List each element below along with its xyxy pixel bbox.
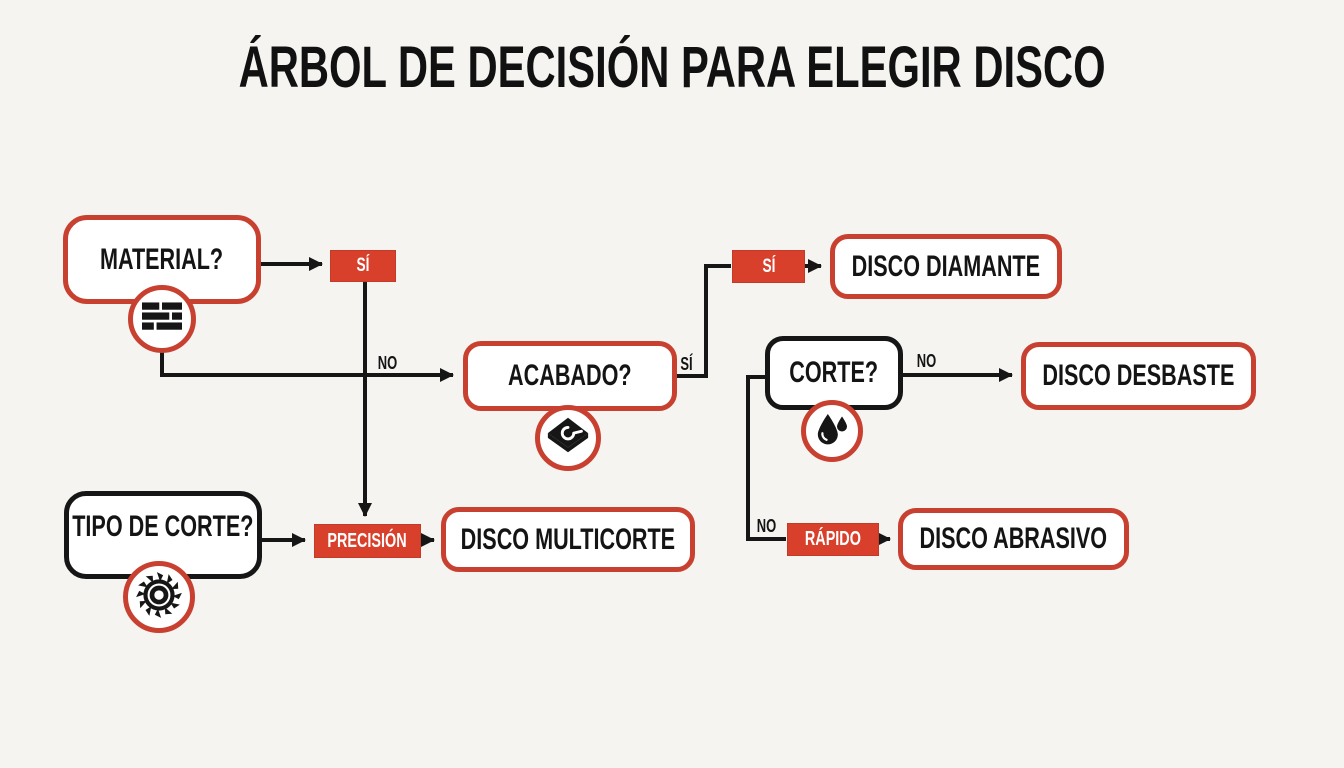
page-title: ÁRBOL DE DECISIÓN PARA ELEGIR DISCO <box>0 34 1344 101</box>
sanding-pad-icon <box>545 413 591 464</box>
chip-precision-label: PRECISIÓN <box>327 529 408 552</box>
chip-si-material-label: SÍ <box>356 255 370 276</box>
chip-si-material: SÍ <box>330 250 396 282</box>
corte-icon-circle <box>801 400 863 462</box>
label-si-acabado-text: SÍ <box>680 354 693 374</box>
node-corte-label: CORTE? <box>789 356 879 389</box>
chip-si-diamante-label: SÍ <box>762 255 775 277</box>
label-no-material-text: NO <box>377 353 398 373</box>
chip-rapido: RÁPIDO <box>787 523 879 556</box>
saw-blade-icon <box>134 570 184 625</box>
node-disco-abrasivo: DISCO ABRASIVO <box>898 508 1129 570</box>
chip-precision: PRECISIÓN <box>314 524 421 558</box>
acabado-icon-circle <box>535 405 601 471</box>
node-acabado: ACABADO? <box>463 341 677 411</box>
node-disco-abrasivo-label: DISCO ABRASIVO <box>919 522 1108 555</box>
node-disco-desbaste: DISCO DESBASTE <box>1021 342 1256 410</box>
node-tipo-corte-label: TIPO DE CORTE? <box>72 510 254 543</box>
material-icon-circle <box>128 285 196 353</box>
edge-acabado-si-up <box>677 264 731 378</box>
label-no-corte-right: NO <box>913 351 940 372</box>
chip-si-diamante: SÍ <box>732 250 805 283</box>
node-corte: CORTE? <box>765 336 903 410</box>
node-acabado-label: ACABADO? <box>508 359 632 392</box>
label-no-corte-right-text: NO <box>916 351 937 371</box>
label-no-corte-down: NO <box>753 516 780 537</box>
label-si-acabado: SÍ <box>678 354 695 375</box>
label-no-material: NO <box>374 353 401 374</box>
tipo-corte-icon-circle <box>123 561 195 633</box>
chip-rapido-label: RÁPIDO <box>804 528 861 550</box>
node-disco-diamante: DISCO DIAMANTE <box>830 234 1062 299</box>
label-no-corte-down-text: NO <box>756 516 777 536</box>
brick-wall-icon <box>142 301 182 337</box>
node-disco-desbaste-label: DISCO DESBASTE <box>1042 359 1235 392</box>
page-title-text: ÁRBOL DE DECISIÓN PARA ELEGIR DISCO <box>238 35 1106 100</box>
node-material-label: MATERIAL? <box>100 242 224 276</box>
edge-corte-no-down <box>746 375 786 541</box>
node-disco-multicorte-label: DISCO MULTICORTE <box>460 522 676 556</box>
water-drop-icon <box>812 409 852 454</box>
edge-material-no-acabado <box>160 346 454 382</box>
node-disco-diamante-label: DISCO DIAMANTE <box>851 249 1041 283</box>
node-disco-multicorte: DISCO MULTICORTE <box>441 507 695 572</box>
